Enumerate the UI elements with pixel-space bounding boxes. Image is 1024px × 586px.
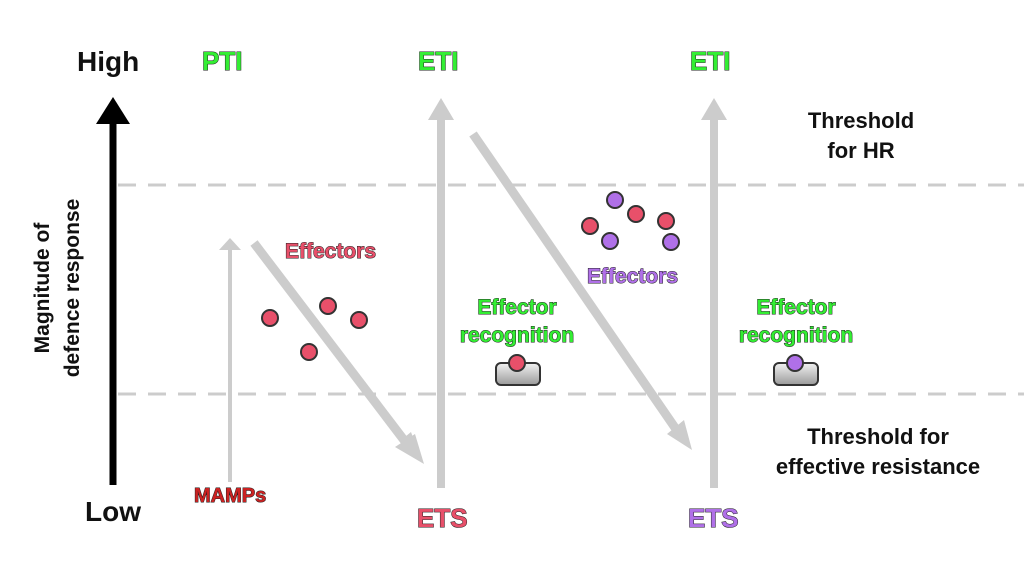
effector-dot [581,217,599,235]
recognition-line-1: Effector [756,296,836,320]
hr-threshold-line-2: for HR [827,138,895,163]
eti-label-1: ETI [417,46,459,77]
y-axis-title-line-1: Magnitude of [31,222,54,354]
axis-low-label: Low [85,496,141,527]
effector-dot [319,297,337,315]
effector-dot [606,191,624,209]
receptor-purple-icon [773,354,819,386]
effector-recognition-label-1: Effector recognition [447,294,587,350]
recognition-line-2: recognition [459,324,575,348]
ets-label-1: ETS [417,503,469,534]
eti-1-arrow [428,98,454,488]
effector-recognition-label-2: Effector recognition [726,294,866,350]
resistance-threshold-label: Threshold for effective resistance [756,422,1000,482]
ets-2-arrow [469,131,692,450]
effector-dot [657,212,675,230]
receptor-pink-icon [495,354,541,386]
y-axis-arrow [96,97,130,485]
effectors-label-1: Effectors [284,240,377,264]
resistance-threshold-line-1: Threshold for [807,424,949,449]
resistance-threshold-line-2: effective resistance [775,454,981,479]
effector-dot [662,233,680,251]
ets-label-2: ETS [688,503,740,534]
effector-dot [601,232,619,250]
recognition-line-1: Effector [477,296,557,320]
y-axis-title-line-2: defence response [61,198,84,378]
axis-high-label: High [77,46,140,77]
y-axis-title: Magnitude of defence response [28,168,88,408]
eti-2-arrow [701,98,727,488]
effectors-label-2: Effectors [586,265,679,289]
effector-dot [261,309,279,327]
effector-dot [627,205,645,223]
effector-dot [300,343,318,361]
eti-label-2: ETI [689,46,731,77]
effector-dot [350,311,368,329]
effector-dots-mixed [581,191,680,251]
ets-1-arrow [250,240,424,464]
effector-dots-pink [261,297,368,361]
hr-threshold-line-1: Threshold [807,108,915,133]
pti-label: PTI [201,46,243,77]
mamps-label: MAMPs [193,485,267,508]
recognition-line-2: recognition [738,324,854,348]
pti-arrow [219,238,241,482]
hr-threshold-label: Threshold for HR [766,106,956,166]
